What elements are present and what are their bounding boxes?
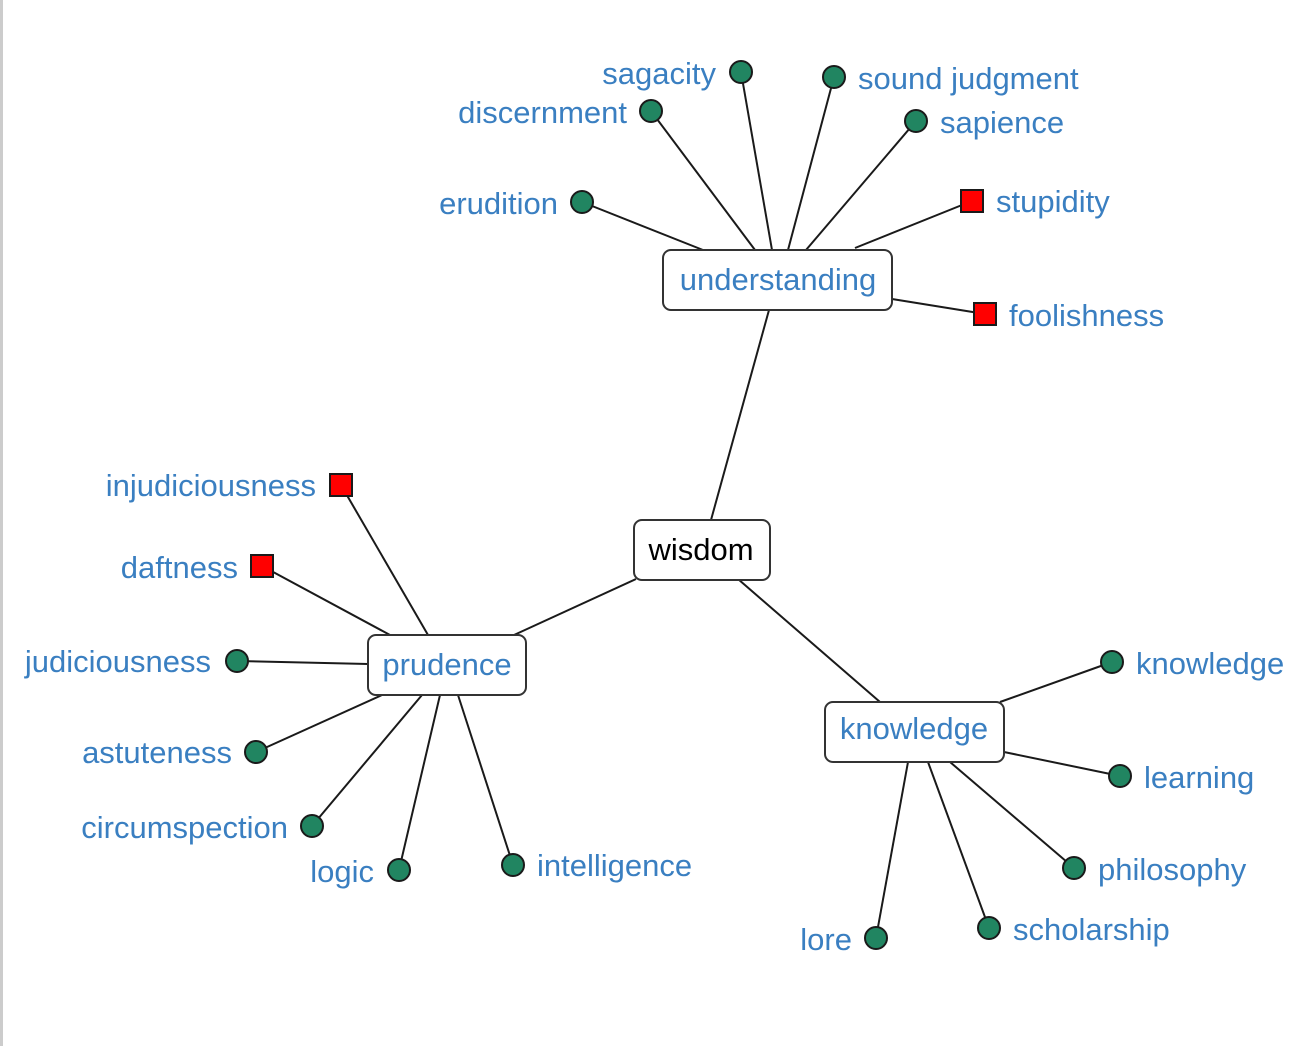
edge-prudence-astuteness (255, 694, 383, 753)
antonym-square-icon (973, 302, 997, 326)
leaf-label: knowledge (1136, 646, 1284, 681)
edge-understanding-sapience (805, 120, 917, 251)
leaf-label: philosophy (1098, 852, 1247, 887)
synonym-circle-icon (822, 65, 846, 89)
edge-understanding-sound-judgment (787, 76, 835, 251)
synonym-circle-icon (977, 916, 1001, 940)
synonym-circle-icon (1108, 764, 1132, 788)
synonym-circle-icon (1062, 856, 1086, 880)
synonym-circle-icon (244, 740, 268, 764)
edge-prudence-daftness (261, 565, 391, 636)
leaf-node-discernment[interactable]: discernment (458, 95, 663, 130)
root-node-label: wisdom (647, 532, 753, 567)
edge-prudence-intelligence (457, 694, 514, 866)
edge-root-knowledge (737, 578, 881, 703)
leaves-layer: sagacity sound judgment discernment sapienc… (24, 56, 1284, 957)
leaf-label: erudition (439, 186, 558, 221)
leaf-label: learning (1144, 760, 1254, 795)
leaf-label: scholarship (1013, 912, 1170, 947)
hubs-layer: wisdom understanding prudence knowledge (367, 249, 1005, 763)
leaf-label: lore (800, 922, 852, 957)
leaf-node-sapience[interactable]: sapience (904, 105, 1064, 140)
hub-node-box (367, 634, 527, 696)
synonym-circle-icon (639, 99, 663, 123)
leaf-node-foolishness[interactable]: foolishness (973, 298, 1164, 333)
leaf-label: sound judgment (858, 61, 1079, 96)
root-node-box (633, 519, 771, 581)
edge-prudence-logic (398, 694, 441, 871)
synonym-circle-icon (904, 109, 928, 133)
leaf-label: stupidity (996, 184, 1110, 219)
antonym-square-icon (250, 554, 274, 578)
edge-root-prudence (513, 578, 637, 636)
leaf-node-astuteness[interactable]: astuteness (82, 735, 268, 770)
leaf-label: astuteness (82, 735, 232, 770)
hub-node-label: understanding (680, 262, 877, 297)
leaf-node-philosophy[interactable]: philosophy (1062, 852, 1247, 887)
synonym-circle-icon (300, 814, 324, 838)
root-node-wisdom: wisdom (633, 519, 771, 581)
leaf-node-lore[interactable]: lore (800, 922, 888, 957)
hub-node-box (824, 701, 1005, 763)
leaf-node-knowledge[interactable]: knowledge (1100, 646, 1284, 681)
hub-node-label: knowledge (840, 711, 988, 746)
edge-understanding-sagacity (740, 71, 773, 251)
hub-node-box (662, 249, 893, 311)
leaf-label: judiciousness (24, 644, 211, 679)
leaf-node-injudiciousness[interactable]: injudiciousness (106, 468, 353, 503)
leaf-label: foolishness (1009, 298, 1164, 333)
edge-knowledge-scholarship (927, 761, 990, 929)
hub-node-prudence[interactable]: prudence (367, 634, 527, 696)
leaf-node-judiciousness[interactable]: judiciousness (24, 644, 249, 679)
edge-knowledge-philosophy (949, 761, 1075, 869)
antonym-square-icon (960, 189, 984, 213)
leaf-label: sapience (940, 105, 1064, 140)
synonym-circle-icon (387, 858, 411, 882)
leaf-label: injudiciousness (106, 468, 316, 503)
synonym-circle-icon (864, 926, 888, 950)
edge-prudence-judiciousness (236, 660, 369, 665)
leaf-label: circumspection (81, 810, 288, 845)
leaf-node-scholarship[interactable]: scholarship (977, 912, 1170, 947)
leaf-label: discernment (458, 95, 627, 130)
leaf-node-erudition[interactable]: erudition (439, 186, 594, 221)
edge-prudence-circumspection (311, 694, 423, 827)
leaf-node-intelligence[interactable]: intelligence (501, 848, 692, 883)
edge-understanding-discernment (650, 110, 756, 251)
leaf-node-circumspection[interactable]: circumspection (81, 810, 324, 845)
edge-knowledge-knowledge (999, 661, 1113, 703)
leaf-node-sagacity[interactable]: sagacity (602, 56, 753, 91)
left-border (0, 0, 3, 1046)
synonym-circle-icon (501, 853, 525, 877)
hub-node-understanding[interactable]: understanding (662, 249, 893, 311)
leaf-node-sound-judgment[interactable]: sound judgment (822, 61, 1079, 96)
edge-knowledge-lore (875, 761, 909, 939)
edge-understanding-foolishness (891, 298, 986, 315)
leaf-node-learning[interactable]: learning (1108, 760, 1254, 795)
edge-prudence-injudiciousness (340, 484, 429, 636)
synonym-circle-icon (729, 60, 753, 84)
leaf-node-stupidity[interactable]: stupidity (960, 184, 1110, 219)
leaf-label: sagacity (602, 56, 716, 91)
leaf-label: logic (310, 854, 374, 889)
leaf-node-daftness[interactable]: daftness (121, 550, 274, 585)
antonym-square-icon (329, 473, 353, 497)
hub-node-label: prudence (382, 647, 511, 682)
edge-understanding-erudition (581, 201, 704, 251)
edge-understanding-stupidity (854, 200, 973, 249)
leaf-label: daftness (121, 550, 238, 585)
edge-knowledge-learning (1003, 751, 1121, 777)
synonym-circle-icon (570, 190, 594, 214)
leaf-label: intelligence (537, 848, 692, 883)
edge-root-understanding (710, 309, 770, 521)
hub-node-knowledge[interactable]: knowledge (824, 701, 1005, 763)
synonym-circle-icon (225, 649, 249, 673)
leaf-node-logic[interactable]: logic (310, 854, 411, 889)
synonym-circle-icon (1100, 650, 1124, 674)
edges-layer (236, 71, 1121, 939)
